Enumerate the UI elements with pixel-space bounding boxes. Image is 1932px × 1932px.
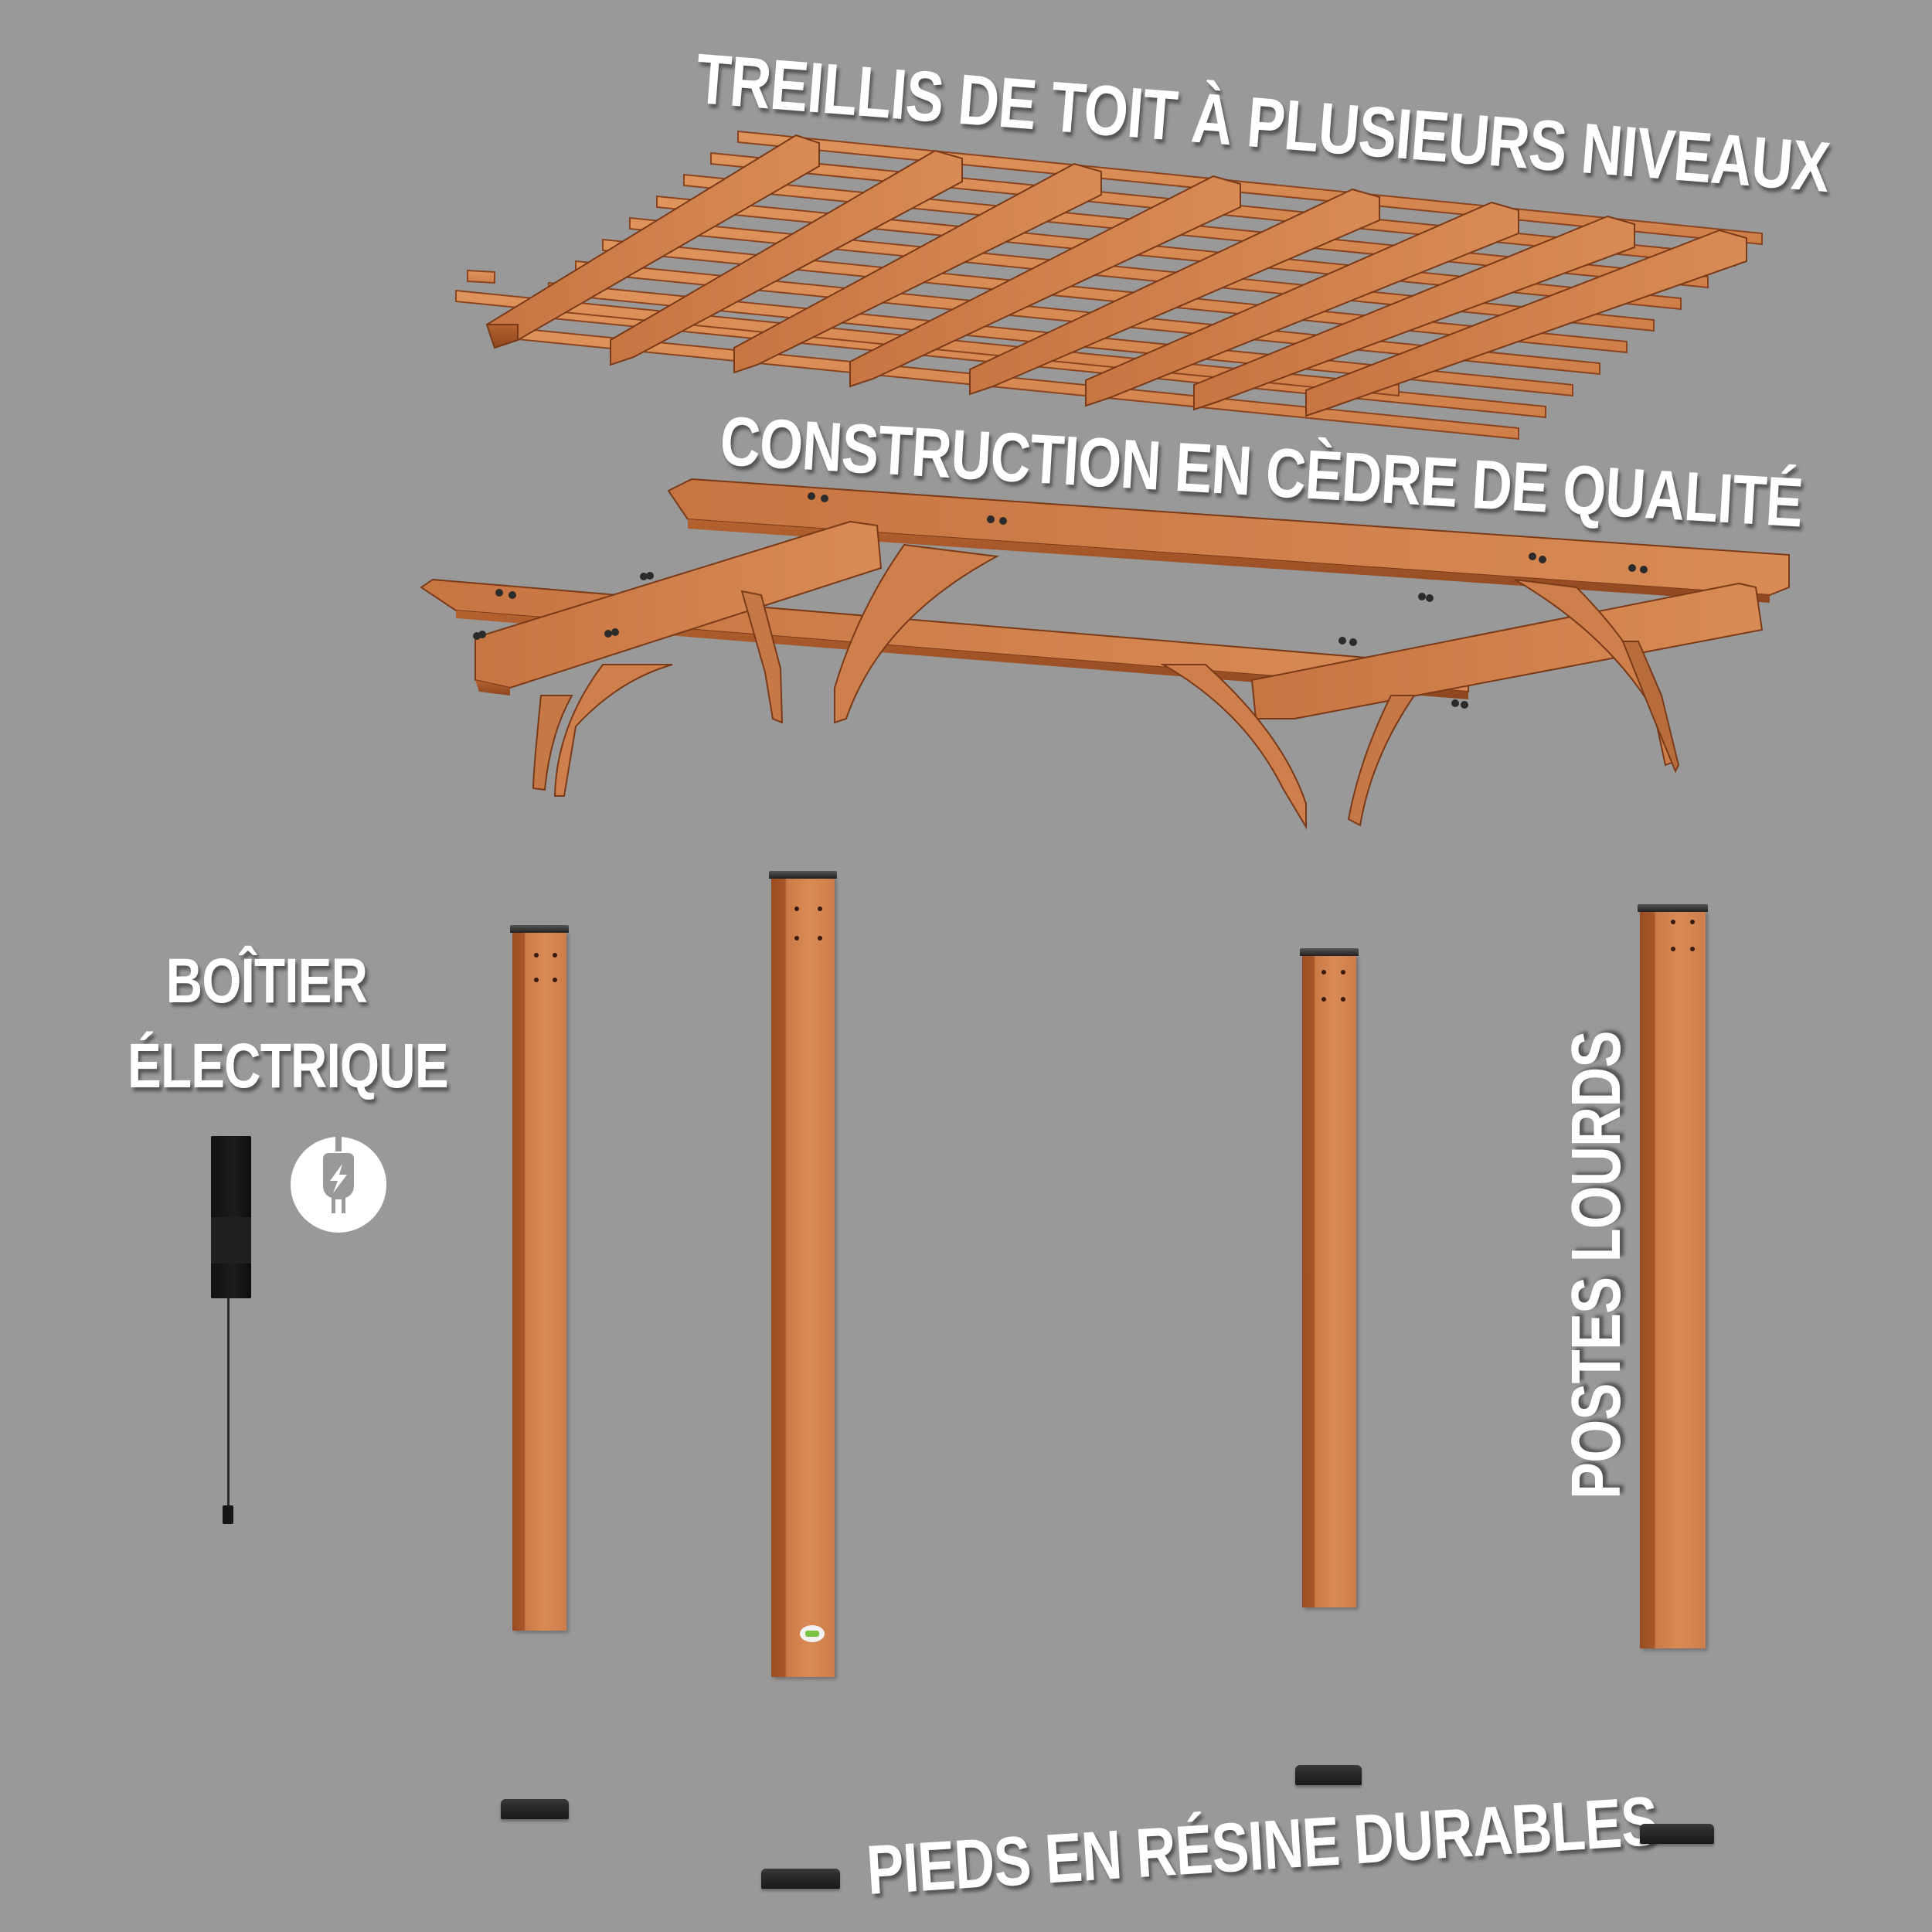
- post-back-left: [769, 871, 837, 1677]
- electric-box-label-line1: BOÎTIER: [165, 946, 368, 1016]
- post-back-right: [1638, 904, 1708, 1648]
- trellis-beams: [485, 134, 1747, 417]
- post-cap: [769, 871, 837, 879]
- resin-foot-4: [1640, 1824, 1714, 1844]
- post-front-right: [1300, 948, 1359, 1607]
- main-beams: [420, 478, 1790, 830]
- heavy-posts-label: POSTES LOURDS: [1558, 1031, 1635, 1499]
- post-cap: [1638, 904, 1708, 912]
- power-cord: [227, 1298, 230, 1507]
- post-cap: [1300, 948, 1359, 956]
- resin-foot-3: [1295, 1765, 1362, 1785]
- resin-foot-2: [761, 1869, 840, 1889]
- electric-box-label: BOÎTIER ÉLECTRIQUE: [128, 939, 449, 1109]
- resin-foot-1: [501, 1799, 569, 1819]
- power-plug: [223, 1505, 233, 1524]
- plug-lightning-icon: [291, 1136, 386, 1233]
- post-front-left: [510, 925, 569, 1631]
- electric-box: [211, 1136, 251, 1298]
- electric-box-label-line2: ÉLECTRIQUE: [128, 1031, 449, 1101]
- brand-badge: [800, 1625, 825, 1642]
- post-cap: [510, 925, 569, 933]
